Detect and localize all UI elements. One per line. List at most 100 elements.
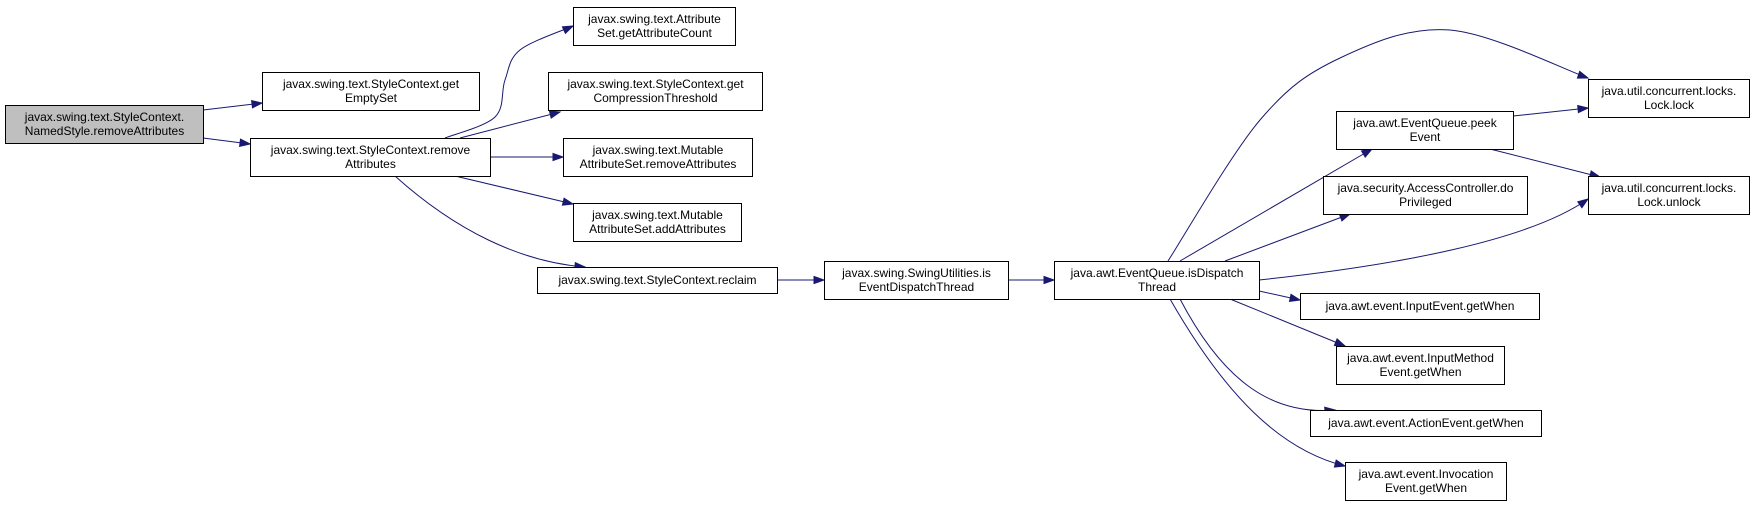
node-label-line: java.util.concurrent.locks. (1601, 181, 1737, 195)
edge-line (1512, 107, 1589, 117)
node-box (563, 138, 753, 177)
arrowhead-icon (1333, 338, 1347, 347)
node-label-line: CompressionThreshold (593, 91, 717, 105)
edge-eqIsDispatch-to-inputEvt (1258, 290, 1302, 302)
arrowhead-icon (251, 99, 264, 109)
arrowhead-icon (548, 110, 562, 119)
edge-line (454, 175, 574, 205)
edge-scRemove-to-reclaim (394, 175, 587, 271)
node-label-line: Event.getWhen (1385, 481, 1467, 495)
node-label-line: Lock.unlock (1637, 195, 1701, 209)
node-label-line: java.awt.event.InputEvent.getWhen (1325, 299, 1515, 313)
node-label-line: NamedStyle.removeAttributes (25, 124, 184, 138)
edge-eqIsDispatch-to-invocation (1169, 298, 1347, 468)
edge-isEDT-to-eqIsDispatch (1008, 275, 1056, 285)
edge-line (1224, 213, 1351, 262)
node-unlock[interactable]: java.util.concurrent.locks.Lock.unlock (1588, 176, 1750, 215)
node-isEDT[interactable]: javax.swing.SwingUtilities.isEventDispat… (824, 261, 1009, 300)
node-label-line: javax.swing.text.StyleContext.reclaim (557, 273, 756, 287)
node-box (1310, 410, 1542, 437)
node-box (262, 72, 480, 111)
node-box (1588, 176, 1750, 215)
node-label-line: javax.swing.SwingUtilities.is (841, 266, 991, 280)
node-box (824, 261, 1009, 300)
node-box (573, 7, 736, 46)
node-label-line: Event (1410, 130, 1441, 144)
edge-line (1179, 148, 1373, 262)
node-getAttrCount[interactable]: javax.swing.text.AttributeSet.getAttribu… (573, 7, 736, 46)
node-label-line: Attributes (345, 157, 396, 171)
node-scRemove[interactable]: javax.swing.text.StyleContext.removeAttr… (250, 138, 491, 177)
node-box (548, 72, 763, 111)
arrowhead-icon (1360, 148, 1374, 158)
node-label-line: AttributeSet.addAttributes (589, 222, 726, 236)
edge-peekEvent-to-lock (1512, 104, 1590, 117)
node-masAdd[interactable]: javax.swing.text.MutableAttributeSet.add… (573, 203, 742, 242)
node-box (1588, 79, 1750, 118)
edge-root-to-getEmptySet (202, 99, 264, 111)
node-doPriv[interactable]: java.security.AccessController.doPrivile… (1323, 176, 1528, 215)
arrowhead-icon (1576, 70, 1590, 79)
node-box (1300, 293, 1540, 320)
arrowhead-icon (813, 275, 826, 285)
node-box (573, 203, 742, 242)
node-label-line: javax.swing.text.Mutable (592, 143, 724, 157)
node-label-line: java.awt.event.ActionEvent.getWhen (1327, 416, 1523, 430)
node-label-line: java.awt.EventQueue.isDispatch (1070, 266, 1244, 280)
node-inputEvt[interactable]: java.awt.event.InputEvent.getWhen (1300, 293, 1540, 320)
node-box (537, 267, 778, 294)
arrowhead-icon (561, 197, 575, 206)
edge-root-to-scRemove (202, 137, 252, 147)
node-getCompression[interactable]: javax.swing.text.StyleContext.getCompres… (548, 72, 763, 111)
edge-peekEvent-to-unlock (1489, 148, 1602, 179)
node-box (1336, 346, 1505, 385)
arrowhead-icon (1333, 459, 1347, 468)
edge-scRemove-to-masRemove (490, 152, 565, 162)
edge-line (459, 111, 561, 139)
arrowhead-icon (239, 138, 252, 147)
node-getEmptySet[interactable]: javax.swing.text.StyleContext.getEmptySe… (262, 72, 480, 111)
arrowhead-icon (1577, 104, 1590, 114)
arrowhead-icon (1576, 198, 1590, 209)
edge-reclaim-to-isEDT (777, 275, 826, 285)
nodes: javax.swing.text.StyleContext.NamedStyle… (5, 7, 1750, 501)
node-label-line: java.util.concurrent.locks. (1601, 84, 1737, 98)
node-actionEvt[interactable]: java.awt.event.ActionEvent.getWhen (1310, 410, 1542, 437)
edge-line (1489, 148, 1601, 178)
edge-eqIsDispatch-to-lock (1167, 29, 1590, 262)
node-box (1054, 261, 1260, 300)
node-label-line: javax.swing.text.Attribute (587, 12, 721, 26)
node-masRemove[interactable]: javax.swing.text.MutableAttributeSet.rem… (563, 138, 753, 177)
edge-line (444, 25, 574, 139)
node-label-line: javax.swing.text.StyleContext.get (282, 77, 460, 91)
edge-scRemove-to-masAdd (454, 175, 575, 206)
arrowhead-icon (561, 25, 575, 35)
node-label-line: java.awt.EventQueue.peek (1352, 116, 1497, 130)
arrowhead-icon (1288, 293, 1302, 302)
edges (202, 25, 1602, 468)
node-label-line: javax.swing.text.StyleContext. (24, 110, 184, 124)
node-root[interactable]: javax.swing.text.StyleContext.NamedStyle… (5, 105, 204, 144)
edge-line (1258, 198, 1589, 281)
edge-line (1167, 29, 1589, 262)
edge-eqIsDispatch-to-inputMethod (1229, 298, 1347, 347)
node-label-line: java.security.AccessController.do (1337, 181, 1514, 195)
node-label-line: EmptySet (345, 91, 398, 105)
node-reclaim[interactable]: javax.swing.text.StyleContext.reclaim (537, 267, 778, 294)
edge-scRemove-to-getAttrCount (444, 25, 575, 139)
node-box (1323, 176, 1528, 215)
arrowhead-icon (1338, 213, 1352, 222)
edge-eqIsDispatch-to-unlock (1258, 198, 1590, 281)
edge-line (394, 175, 586, 268)
node-label-line: Thread (1138, 280, 1176, 294)
arrowhead-icon (1043, 275, 1056, 285)
node-box (250, 138, 491, 177)
node-lock[interactable]: java.util.concurrent.locks.Lock.lock (1588, 79, 1750, 118)
edge-line (1169, 298, 1346, 467)
edge-line (1229, 298, 1346, 347)
